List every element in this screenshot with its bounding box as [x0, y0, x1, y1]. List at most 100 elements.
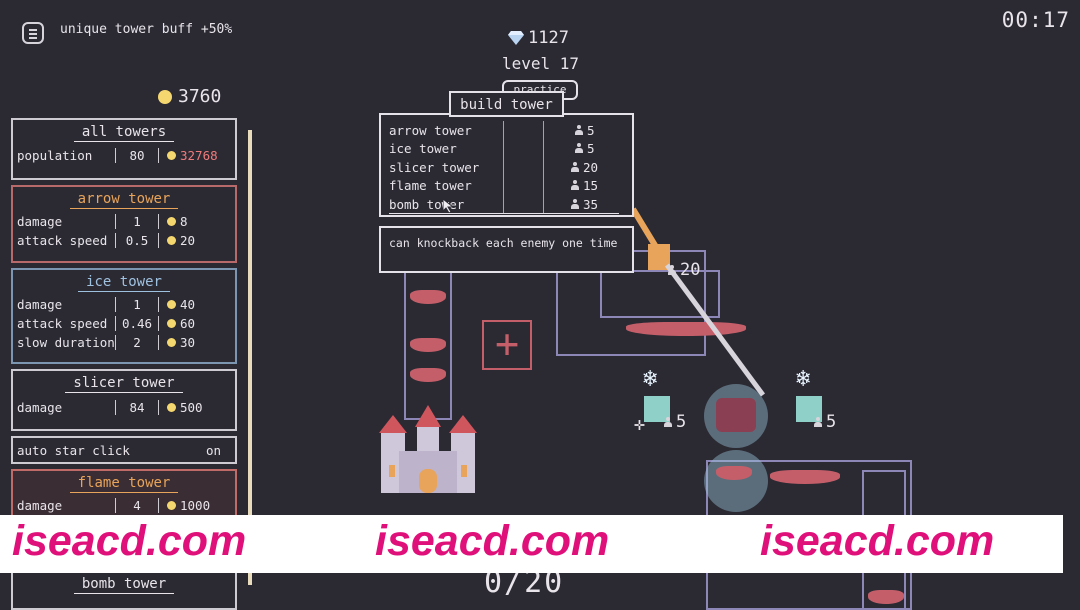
watermark-banner: iseacd.com iseacd.com iseacd.com: [0, 515, 1063, 573]
crosshair-cursor-icon: ✛: [634, 414, 645, 435]
auto-star-value: on: [205, 442, 221, 458]
panel-scrollbar[interactable]: [248, 130, 252, 585]
stat-value: 84: [115, 400, 159, 415]
auto-star-toggle[interactable]: auto star click on: [11, 436, 237, 464]
coin-icon: [167, 501, 176, 510]
tower-description: can knockback each enemy one time: [379, 226, 634, 273]
tower-cost: 5: [587, 122, 595, 138]
stat-label: attack speed: [17, 316, 108, 331]
upgrade-row[interactable]: damage 4 1000: [13, 496, 235, 515]
build-option-ice[interactable]: ice tower 5: [389, 139, 595, 157]
upgrade-row[interactable]: attack speed 0.5 20: [13, 231, 235, 250]
stat-label: damage: [17, 498, 63, 513]
watermark-text: iseacd.com: [12, 517, 247, 565]
diamond-icon: [508, 31, 524, 45]
goblin-enemy: [716, 398, 756, 432]
upgrade-row[interactable]: damage 84 500: [13, 398, 235, 417]
upgrade-cost: 40: [180, 297, 196, 312]
population-icon: [575, 143, 583, 153]
upgrade-row[interactable]: slow duration 2 30: [13, 333, 235, 352]
population-cost: 32768: [180, 148, 218, 163]
coin-icon: [167, 319, 176, 328]
stat-label: slow duration: [17, 335, 115, 350]
upgrade-cost: 1000: [180, 498, 211, 513]
castle-icon: [379, 405, 477, 493]
population-icon: [664, 417, 672, 427]
watermark-text: iseacd.com: [375, 517, 610, 565]
coin-counter: 3760: [158, 86, 221, 107]
upgrade-cost: 30: [180, 335, 196, 350]
timer: 00:17: [1001, 8, 1070, 32]
all-towers-panel: all towers population 80 32768: [11, 118, 237, 180]
tower-cost: 5: [587, 140, 595, 156]
bat-enemy: [410, 290, 446, 304]
bat-enemy: [770, 470, 840, 484]
population-icon: [571, 162, 579, 172]
build-option-slicer[interactable]: slicer tower 20: [389, 158, 598, 176]
bat-enemy: [410, 368, 446, 382]
coin-icon: [167, 236, 176, 245]
coin-icon: [167, 217, 176, 226]
ice-tower-icon[interactable]: [644, 396, 670, 422]
build-tower-tab[interactable]: build tower: [449, 91, 564, 117]
watermark-text: iseacd.com: [760, 517, 995, 565]
bat-enemy: [410, 338, 446, 352]
population-icon: [571, 199, 579, 209]
auto-star-label: auto star click: [17, 442, 130, 458]
upgrade-cost: 500: [180, 400, 203, 415]
coin-icon: [167, 300, 176, 309]
build-option-flame[interactable]: flame tower 15: [389, 176, 598, 194]
coin-icon: [167, 403, 176, 412]
population-icon: [814, 417, 822, 427]
stat-label: damage: [17, 400, 63, 415]
build-tower-menu: arrow tower 5 ice tower 5 slicer tower 2…: [379, 113, 634, 217]
coin-count: 3760: [178, 86, 222, 107]
snowflake-icon: ❄: [796, 364, 811, 392]
bomb-tower-title: bomb tower: [73, 576, 175, 594]
menu-icon[interactable]: [22, 22, 44, 44]
ice-cost-value: 5: [826, 412, 837, 432]
population-label: population: [17, 148, 93, 163]
level-label: level 17: [502, 54, 580, 73]
arrow-tower-title: arrow tower: [69, 191, 179, 209]
slicer-tower-panel: slicer tower damage 84 500: [11, 369, 237, 431]
flame-tower-title: flame tower: [69, 475, 179, 493]
upgrade-row[interactable]: damage 1 8: [13, 212, 235, 231]
gem-counter: 1127: [508, 28, 569, 48]
stat-label: damage: [17, 214, 63, 229]
flame-tower-panel: flame tower damage 4 1000: [11, 469, 237, 529]
population-row[interactable]: population 80 32768: [13, 146, 235, 165]
stat-value: 2: [115, 335, 159, 350]
coin-icon: [158, 89, 172, 104]
stat-value: 1: [115, 214, 159, 229]
coin-icon: [167, 151, 176, 160]
upgrade-cost: 8: [180, 214, 188, 229]
build-option-arrow[interactable]: arrow tower 5: [389, 121, 595, 139]
enemy-path: [600, 270, 720, 318]
slicer-cost-value: 20: [680, 260, 701, 280]
mouse-pointer-icon: [443, 199, 455, 213]
stat-label: attack speed: [17, 233, 108, 248]
tower-name: arrow tower: [389, 122, 472, 138]
population-value: 80: [115, 148, 159, 163]
stat-value: 1: [115, 297, 159, 312]
ice-tower-panel: ice tower damage 1 40 attack speed 0.46 …: [11, 268, 237, 364]
tower-cost: 15: [583, 177, 599, 193]
upgrade-row[interactable]: attack speed 0.46 60: [13, 314, 235, 333]
ice-tower-cost: 5: [664, 412, 686, 432]
build-option-bomb[interactable]: bomb tower 35: [389, 195, 619, 214]
ice-tower-cost: 5: [814, 412, 836, 432]
tower-name: ice tower: [389, 140, 457, 156]
ice-cost-value: 5: [676, 412, 687, 432]
upgrade-row[interactable]: damage 1 40: [13, 295, 235, 314]
tower-name: flame tower: [389, 177, 472, 193]
coin-icon: [167, 338, 176, 347]
gem-count: 1127: [528, 28, 569, 48]
bat-enemy: [868, 590, 904, 604]
upgrade-cost: 20: [180, 233, 196, 248]
snowflake-icon: ❄: [643, 364, 658, 392]
build-slot-button[interactable]: +: [482, 320, 532, 370]
population-icon: [571, 180, 579, 190]
buff-text: unique tower buff +50%: [60, 22, 233, 37]
stat-value: 0.46: [115, 316, 159, 331]
